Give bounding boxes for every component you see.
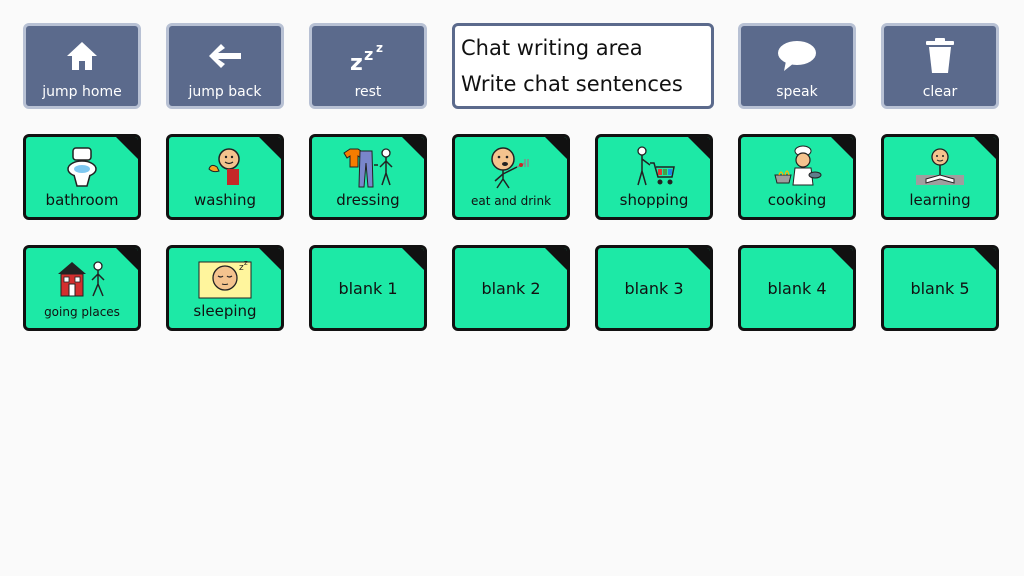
category-label: going places <box>44 305 120 319</box>
category-label: blank 4 <box>767 278 827 298</box>
eat-and-drink-button[interactable]: eat and drink <box>452 134 570 220</box>
chef-icon <box>741 145 853 189</box>
chat-writing-area[interactable]: Chat writing area Write chat sentences <box>452 23 714 109</box>
eating-icon <box>455 145 567 189</box>
category-label: cooking <box>767 191 827 209</box>
blank-4-button[interactable]: blank 4 <box>738 245 856 331</box>
jump-home-label: jump home <box>42 84 122 100</box>
house-walk-icon <box>26 256 138 300</box>
category-label: blank 5 <box>910 278 970 298</box>
washing-button[interactable]: washing <box>166 134 284 220</box>
svg-text:z: z <box>244 259 248 267</box>
house-icon <box>26 34 138 78</box>
cooking-button[interactable]: cooking <box>738 134 856 220</box>
rest-button[interactable]: z z z rest <box>309 23 427 109</box>
category-label: learning <box>909 191 971 209</box>
shopping-cart-icon <box>598 145 710 189</box>
zzz-icon: z z z <box>312 34 424 78</box>
jump-home-button[interactable]: jump home <box>23 23 141 109</box>
category-label: bathroom <box>45 191 119 209</box>
speak-button[interactable]: speak <box>738 23 856 109</box>
toilet-icon <box>26 145 138 189</box>
clothes-icon <box>312 145 424 189</box>
bathroom-button[interactable]: bathroom <box>23 134 141 220</box>
sleeping-face-icon: z z <box>169 256 281 300</box>
clear-label: clear <box>922 84 958 100</box>
speak-label: speak <box>776 84 818 100</box>
arrow-left-icon <box>169 34 281 78</box>
washing-icon <box>169 145 281 189</box>
category-label: shopping <box>619 191 689 209</box>
learning-button[interactable]: learning <box>881 134 999 220</box>
trash-icon <box>884 34 996 78</box>
sleeping-button[interactable]: z z sleeping <box>166 245 284 331</box>
category-label: blank 2 <box>481 278 541 298</box>
svg-text:z: z <box>350 51 363 74</box>
blank-1-button[interactable]: blank 1 <box>309 245 427 331</box>
jump-back-button[interactable]: jump back <box>166 23 284 109</box>
speech-bubble-icon <box>741 34 853 78</box>
svg-text:z: z <box>376 41 383 55</box>
dressing-button[interactable]: dressing <box>309 134 427 220</box>
going-places-button[interactable]: going places <box>23 245 141 331</box>
category-label: washing <box>194 191 256 209</box>
blank-2-button[interactable]: blank 2 <box>452 245 570 331</box>
rest-label: rest <box>354 84 382 100</box>
category-label: blank 1 <box>338 278 398 298</box>
blank-5-button[interactable]: blank 5 <box>881 245 999 331</box>
blank-3-button[interactable]: blank 3 <box>595 245 713 331</box>
category-label: eat and drink <box>470 194 552 208</box>
jump-back-label: jump back <box>188 84 262 100</box>
category-label: sleeping <box>193 302 257 320</box>
svg-text:z: z <box>239 263 244 273</box>
category-label: dressing <box>336 191 400 209</box>
book-icon <box>884 145 996 189</box>
chat-line-1: Chat writing area <box>461 36 643 60</box>
chat-line-2: Write chat sentences <box>461 72 683 96</box>
shopping-button[interactable]: shopping <box>595 134 713 220</box>
svg-text:z: z <box>364 45 373 64</box>
category-label: blank 3 <box>624 278 684 298</box>
clear-button[interactable]: clear <box>881 23 999 109</box>
